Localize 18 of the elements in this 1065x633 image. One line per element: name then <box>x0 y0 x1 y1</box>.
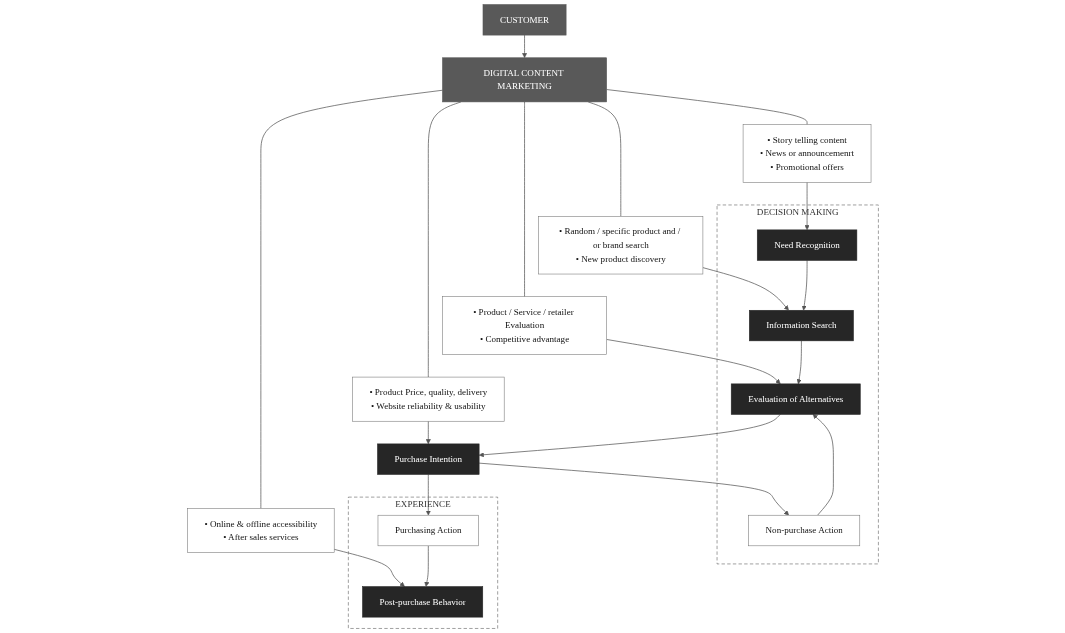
node-box: CUSTOMER <box>482 4 566 36</box>
node-box: Evaluation of Alternatives <box>730 383 861 415</box>
connector <box>427 101 461 378</box>
node-box: • Random / specific product and / or brand search • New product discovery <box>537 216 703 275</box>
node-box: Purchasing Action <box>377 514 479 547</box>
node-box: • Online & offline accessibility • After sales services <box>186 508 334 553</box>
node-box: Information Search <box>748 310 854 342</box>
connector <box>260 89 443 509</box>
connector <box>523 101 525 298</box>
node-box: • Product / Service / retailer Evaluation • Competitive advantage <box>441 296 607 355</box>
node-box: • Story telling content • News or announcemenrt • Promotional offers <box>742 124 871 183</box>
node-box: DIGITAL CONTENT MARKETING <box>441 57 607 103</box>
node-box: • Product Price, quality, delivery • Website reliability & usability <box>351 376 504 422</box>
connector <box>605 89 807 125</box>
node-box: Non-purchase Action <box>747 514 860 547</box>
node-box: Post-purchase Behavior <box>361 586 483 618</box>
node-box: Need Recognition <box>756 229 857 261</box>
node-box: Purchase Intention <box>376 443 479 475</box>
